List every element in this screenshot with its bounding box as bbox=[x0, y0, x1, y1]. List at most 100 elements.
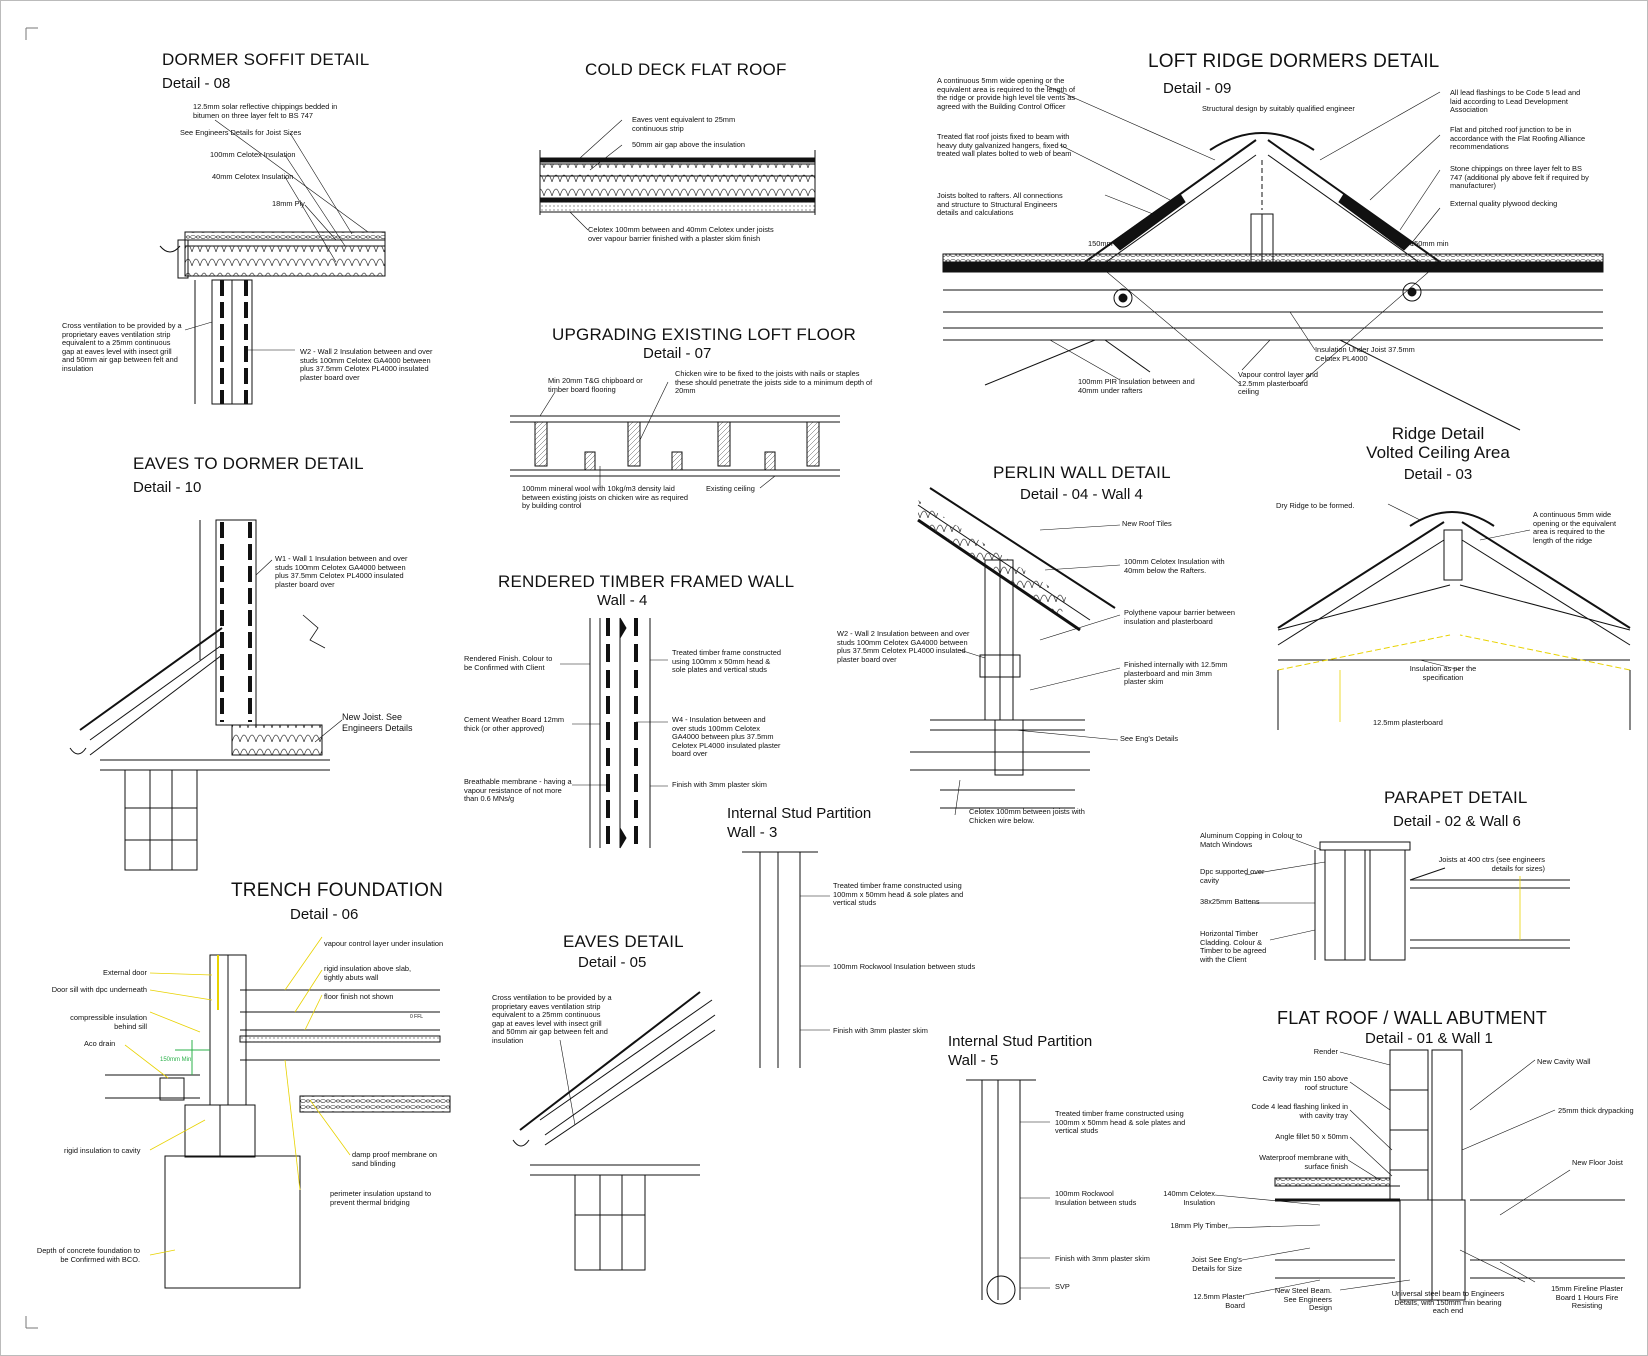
note: Finished internally with 12.5mm plasterb… bbox=[1124, 660, 1228, 687]
note: Cross ventilation to be provided by a pr… bbox=[492, 993, 612, 1045]
eaves-dormer-title: EAVES TO DORMER DETAIL bbox=[133, 454, 364, 473]
note: Dpc supported over cavity bbox=[1200, 867, 1265, 885]
note: A continuous 5mm wide opening or the equ… bbox=[937, 76, 1076, 111]
loft-ridge-title: LOFT RIDGE DORMERS DETAIL bbox=[1148, 51, 1440, 72]
note: 100mm PIR insulation between and 40mm un… bbox=[1078, 377, 1195, 395]
stud-wall-5-drawing bbox=[966, 1079, 1050, 1305]
dim-label: 150mm min bbox=[1410, 239, 1449, 248]
trench-title: TRENCH FOUNDATION bbox=[231, 880, 444, 901]
note: rigid insulation to cavity bbox=[64, 1146, 141, 1155]
ridge-title-2: Volted Ceiling Area bbox=[1366, 443, 1510, 462]
loft-ridge-drawing bbox=[942, 84, 1604, 431]
note: Eaves vent equivalent to 25mm continuous… bbox=[632, 115, 736, 133]
note: Flat and pitched roof junction to be in … bbox=[1450, 125, 1586, 152]
note: Insulation Under Joist 37.5mm Celotex PL… bbox=[1315, 345, 1415, 363]
note: Celotex 100mm between joists with Chicke… bbox=[969, 807, 1085, 825]
note: floor finish not shown bbox=[324, 992, 394, 1001]
note: Celotex 100mm between and 40mm Celotex u… bbox=[588, 225, 774, 243]
note: Breathable membrane - having a vapour re… bbox=[464, 777, 572, 804]
note: Joist See Eng's Details for Size bbox=[1191, 1255, 1242, 1273]
perlin-wall-subtitle: Detail - 04 - Wall 4 bbox=[1020, 486, 1143, 503]
stud-3-subtitle: Wall - 3 bbox=[727, 824, 778, 841]
stud-wall-3-drawing bbox=[742, 851, 830, 1068]
parapet-subtitle: Detail - 02 & Wall 6 bbox=[1393, 813, 1521, 830]
note: Finish with 3mm plaster skim bbox=[833, 1026, 928, 1035]
note: Polythene vapour barrier between insulat… bbox=[1124, 608, 1235, 626]
stud-3-title: Internal Stud Partition bbox=[727, 805, 872, 822]
eaves-dormer-subtitle: Detail - 10 bbox=[133, 479, 202, 496]
note: Vapour control layer and 12.5mm plasterb… bbox=[1238, 370, 1318, 397]
eaves-detail-subtitle: Detail - 05 bbox=[578, 954, 647, 971]
note: damp proof membrane on sand blinding bbox=[352, 1150, 438, 1168]
note: New Cavity Wall bbox=[1537, 1057, 1591, 1066]
note: Treated timber frame constructed using 1… bbox=[1055, 1109, 1186, 1136]
note: 140mm Celotex Insulation bbox=[1163, 1189, 1215, 1207]
note: Horizontal Timber Cladding. Colour & Tim… bbox=[1200, 929, 1267, 964]
note: 18mm Ply bbox=[272, 199, 305, 208]
note: All lead flashings to be Code 5 lead and… bbox=[1450, 88, 1581, 115]
ridge-detail-drawing bbox=[1277, 503, 1631, 730]
note: rigid insulation above slab, tightly abu… bbox=[324, 964, 412, 982]
note: See Engineers Details for Joist Sizes bbox=[180, 128, 302, 137]
flat-roof-title: FLAT ROOF / WALL ABUTMENT bbox=[1277, 1008, 1548, 1028]
stud-5-subtitle: Wall - 5 bbox=[948, 1052, 999, 1069]
perlin-wall-title: PERLIN WALL DETAIL bbox=[993, 463, 1171, 482]
loft-floor-drawing bbox=[510, 381, 840, 489]
note: Insulation as per the specification bbox=[1409, 664, 1477, 682]
note: Treated timber frame constructed using 1… bbox=[672, 648, 781, 675]
note: W4 - Insulation between and over studs 1… bbox=[672, 715, 781, 759]
note: Door sill with dpc underneath bbox=[51, 985, 147, 994]
note: 25mm thick drypacking bbox=[1558, 1106, 1634, 1115]
dormer-soffit-subtitle: Detail - 08 bbox=[162, 75, 231, 92]
note: A continuous 5mm wide opening or the equ… bbox=[1533, 510, 1617, 545]
loft-floor-title: UPGRADING EXISTING LOFT FLOOR bbox=[552, 325, 856, 344]
dormer-soffit-drawing bbox=[159, 119, 386, 405]
note: Aco drain bbox=[84, 1039, 116, 1048]
note: Min 20mm T&G chipboard or timber board f… bbox=[548, 376, 643, 394]
note: 18mm Ply Timber bbox=[1170, 1221, 1229, 1230]
ffl-label: 0 FFL bbox=[410, 1014, 424, 1020]
parapet-drawing bbox=[1244, 837, 1570, 961]
note: W2 - Wall 2 Insulation between and over … bbox=[837, 629, 970, 664]
note: Depth of concrete foundation to be Confi… bbox=[36, 1246, 140, 1264]
note: 12.5mm Plaster Board bbox=[1193, 1292, 1245, 1310]
note: 100mm Rockwool Insulation between studs bbox=[1055, 1189, 1137, 1207]
loft-floor-subtitle: Detail - 07 bbox=[643, 345, 712, 362]
eaves-detail-drawing bbox=[512, 991, 716, 1271]
note: External door bbox=[103, 968, 147, 977]
note: Cross ventilation to be provided by a pr… bbox=[62, 321, 182, 373]
note: 50mm air gap above the insulation bbox=[632, 140, 745, 149]
stud-5-title: Internal Stud Partition bbox=[948, 1033, 1093, 1050]
note: Code 4 lead flashing linked in with cavi… bbox=[1251, 1102, 1348, 1120]
note: W2 - Wall 2 Insulation between and over … bbox=[300, 347, 433, 382]
note: Rendered Finish. Colour to be Confirmed … bbox=[464, 654, 553, 672]
flat-roof-drawing bbox=[1214, 1049, 1625, 1301]
note: New Floor Joist bbox=[1572, 1158, 1623, 1167]
note: Cavity tray min 150 above roof structure bbox=[1262, 1074, 1348, 1092]
note: New Steel Beam. See Engineers Design bbox=[1274, 1286, 1332, 1313]
perlin-wall-drawing bbox=[910, 487, 1121, 816]
ridge-title: Ridge Detail bbox=[1391, 424, 1485, 443]
note: Angle fillet 50 x 50mm bbox=[1275, 1132, 1348, 1141]
note: Finish with 3mm plaster skim bbox=[672, 780, 767, 789]
note: Dry Ridge to be formed. bbox=[1276, 501, 1355, 510]
rendered-wall-drawing bbox=[560, 617, 668, 849]
note: Render bbox=[1313, 1047, 1338, 1056]
note: New Joist. See Engineers Details bbox=[342, 712, 413, 733]
note: 100mm mineral wool with 10kg/m3 density … bbox=[522, 484, 688, 511]
note: Universal steel beam to Engineers Detail… bbox=[1391, 1289, 1505, 1316]
note: External quality plywood decking bbox=[1450, 199, 1558, 208]
dormer-soffit-title: DORMER SOFFIT DETAIL bbox=[162, 50, 370, 69]
note: 12.5mm plasterboard bbox=[1373, 718, 1443, 727]
note: New Roof Tiles bbox=[1122, 519, 1172, 528]
ridge-subtitle: Detail - 03 bbox=[1403, 466, 1473, 483]
note: Waterproof membrane with surface finish bbox=[1259, 1153, 1348, 1171]
note: Treated timber frame constructed using 1… bbox=[833, 881, 964, 908]
flat-roof-subtitle: Detail - 01 & Wall 1 bbox=[1365, 1030, 1493, 1047]
note: 40mm Celotex Insulation bbox=[212, 172, 294, 181]
note: 100mm Celotex Insulation bbox=[210, 150, 296, 159]
parapet-title: PARAPET DETAIL bbox=[1384, 788, 1528, 807]
eaves-dormer-drawing bbox=[69, 519, 343, 871]
note: Cement Weather Board 12mm thick (or othe… bbox=[464, 715, 565, 733]
